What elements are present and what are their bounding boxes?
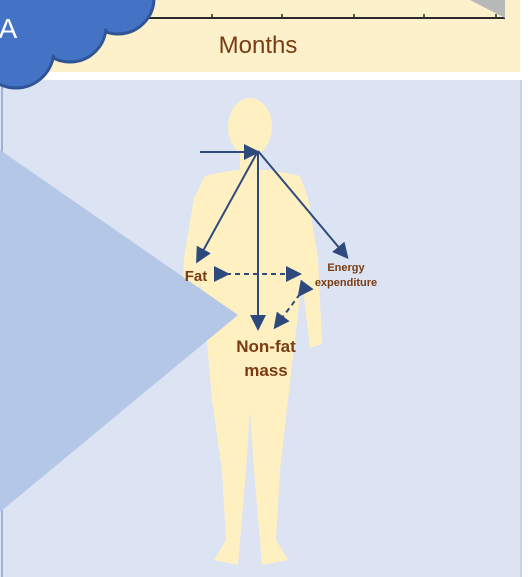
nonfat-label-line2: mass <box>244 361 287 380</box>
energy-label-line2: expenditure <box>315 277 377 289</box>
energy-label-line1: Energy <box>327 262 365 274</box>
nonfat-label-line1: Non-fat <box>236 337 296 356</box>
panel-letter: A <box>0 13 18 44</box>
chart-x-label: Months <box>219 32 298 59</box>
fat-label: Fat <box>185 268 208 285</box>
